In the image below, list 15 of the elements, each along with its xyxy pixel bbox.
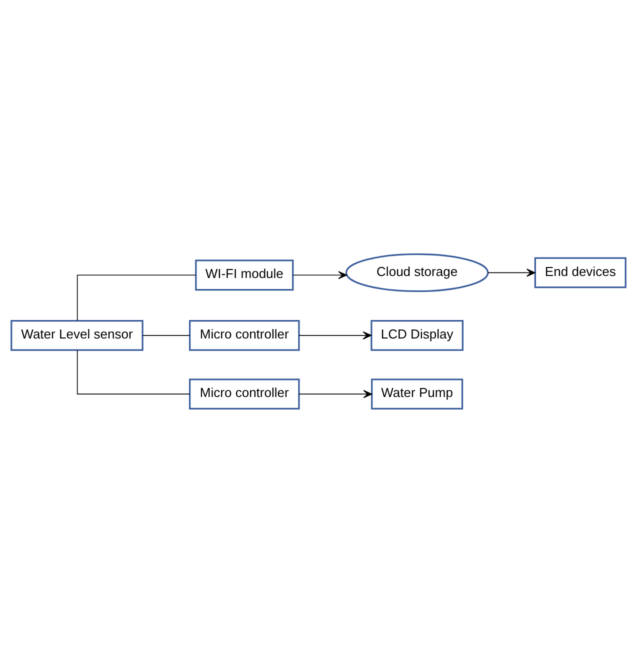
arrow — [298, 390, 372, 398]
node-box: WI-FI module — [195, 259, 294, 290]
node-box: Micro controller — [189, 378, 300, 410]
arrow — [292, 270, 348, 279]
node-ellipse: Cloud storage — [345, 252, 489, 292]
connector — [76, 349, 190, 394]
node-box: End devices — [534, 256, 626, 288]
node-box: Micro controller — [189, 319, 300, 350]
connector — [76, 274, 196, 320]
node-box: Water Level sensor — [10, 319, 144, 350]
node-box: LCD Display — [370, 319, 464, 350]
node-box: Water Pump — [371, 378, 464, 410]
arrow — [488, 268, 536, 276]
arrow — [298, 330, 372, 339]
connector — [142, 334, 190, 336]
